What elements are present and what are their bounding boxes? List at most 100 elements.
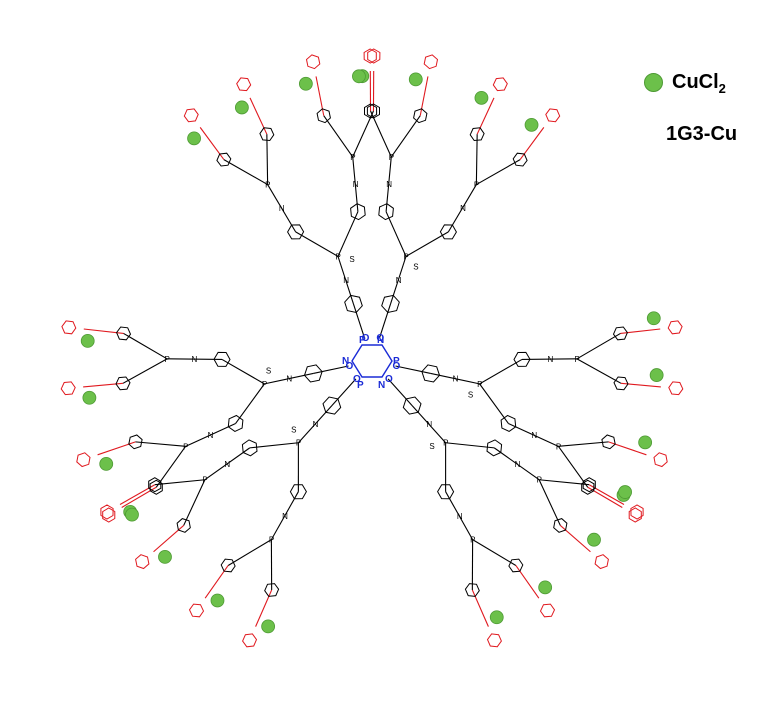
pyridine-ring-icon: [488, 634, 502, 647]
green-sphere-icon: [235, 101, 248, 114]
atom-p: P: [269, 536, 274, 545]
atom-n: N: [396, 276, 402, 285]
atom-n: N: [192, 355, 198, 364]
bond-g3: [476, 160, 520, 185]
pyridine-ring-icon: [668, 321, 682, 334]
atom-n: N: [208, 431, 214, 440]
bond-pyridine-linker: [154, 525, 184, 551]
atom-s: S: [266, 366, 271, 375]
bond-g3: [267, 134, 268, 184]
pyridine-ring-icon: [184, 109, 198, 122]
bond-g3: [124, 333, 167, 358]
bond-g3: [324, 116, 353, 157]
green-sphere-icon: [211, 594, 224, 607]
atom-n: N: [426, 420, 432, 429]
green-sphere-icon: [81, 334, 94, 347]
atom-s: S: [468, 391, 473, 400]
core-oxygen: O: [385, 374, 393, 385]
compound-name: 1G3-Cu: [666, 122, 737, 146]
atom-n: N: [353, 180, 359, 189]
green-sphere-icon: [125, 508, 138, 521]
atom-n: N: [457, 512, 463, 521]
pyridine-ring-icon: [62, 321, 76, 334]
atom-p: P: [165, 355, 170, 364]
bond-g3: [577, 359, 621, 383]
bond-pyridine-linker: [250, 98, 267, 134]
branch-bonds: [83, 71, 661, 627]
pyridine-ring-icon: [237, 78, 251, 91]
atom-n: N: [343, 276, 349, 285]
pyridine-ring-icon: [77, 453, 90, 467]
green-sphere-icon: [650, 369, 663, 382]
core-ring: [352, 345, 392, 377]
core-oxygen: O: [346, 361, 354, 372]
bond-pyridine-linker: [120, 485, 155, 505]
atom-n: N: [460, 204, 466, 213]
atom-p: P: [477, 380, 482, 389]
atom-n: N: [531, 431, 537, 440]
atom-n: N: [547, 355, 553, 364]
bond-g3: [224, 160, 268, 185]
atom-p: P: [403, 252, 408, 261]
atom-n: N: [279, 204, 285, 213]
phenyl-rings: [116, 104, 628, 596]
bond-pyridine-linker: [560, 525, 590, 551]
atom-p: P: [556, 442, 561, 451]
green-sphere-icon: [475, 91, 488, 104]
green-sphere-icon: [644, 73, 663, 92]
bond-pyridine-linker: [316, 76, 324, 115]
atom-p: P: [537, 476, 542, 485]
atom-p: P: [265, 181, 270, 190]
copper-centers: [81, 70, 663, 633]
atom-p: P: [574, 355, 579, 364]
pyridine-ring-icon: [243, 634, 257, 647]
pyridine-ring-icon: [654, 453, 667, 467]
atom-p: P: [262, 380, 267, 389]
atom-p: P: [470, 536, 475, 545]
atom-p: P: [474, 181, 479, 190]
bond-g3: [228, 540, 271, 566]
atom-n: N: [224, 460, 230, 469]
bond-g3: [473, 540, 516, 566]
pyridine-ring-icon: [669, 382, 683, 395]
pyridine-ring-icon: [136, 555, 149, 569]
green-sphere-icon: [525, 118, 538, 131]
green-sphere-icon: [158, 550, 171, 563]
legend-copper-subscript: 2: [719, 81, 726, 96]
atom-n: N: [313, 420, 319, 429]
atom-s: S: [413, 263, 418, 272]
core-oxygen: O: [353, 374, 361, 385]
bond-pyridine-linker: [472, 590, 488, 627]
core-oxygen: O: [376, 333, 384, 344]
atom-s: S: [349, 255, 354, 264]
pyridine-ring-icon: [307, 55, 320, 69]
atom-p: P: [296, 439, 301, 448]
bond-g3: [476, 134, 477, 184]
legend-copper: CuCl2: [672, 70, 726, 101]
bond-g3: [135, 442, 185, 446]
green-sphere-icon: [352, 70, 365, 83]
pyridine-ring-icon: [61, 382, 75, 395]
atom-p: P: [389, 153, 394, 162]
bond-g3: [539, 480, 560, 526]
pyridine-ring-icon: [424, 55, 437, 69]
core-oxygen: O: [392, 361, 400, 372]
bond-g3: [391, 116, 420, 157]
bond-g3: [558, 442, 608, 446]
atom-n: N: [453, 375, 459, 384]
atom-s: S: [429, 442, 434, 451]
core-oxygen: O: [362, 333, 370, 344]
pyridine-end-groups: [61, 49, 683, 647]
bond-g3: [123, 359, 167, 383]
green-sphere-icon: [188, 132, 201, 145]
atom-p: P: [202, 476, 207, 485]
bond-pyridine-linker: [200, 127, 224, 159]
pyridine-ring-icon: [595, 555, 608, 569]
bond-pyridine-linker: [122, 487, 157, 507]
bond-pyridine-linker: [205, 565, 228, 598]
green-sphere-icon: [619, 486, 632, 499]
green-sphere-icon: [539, 581, 552, 594]
